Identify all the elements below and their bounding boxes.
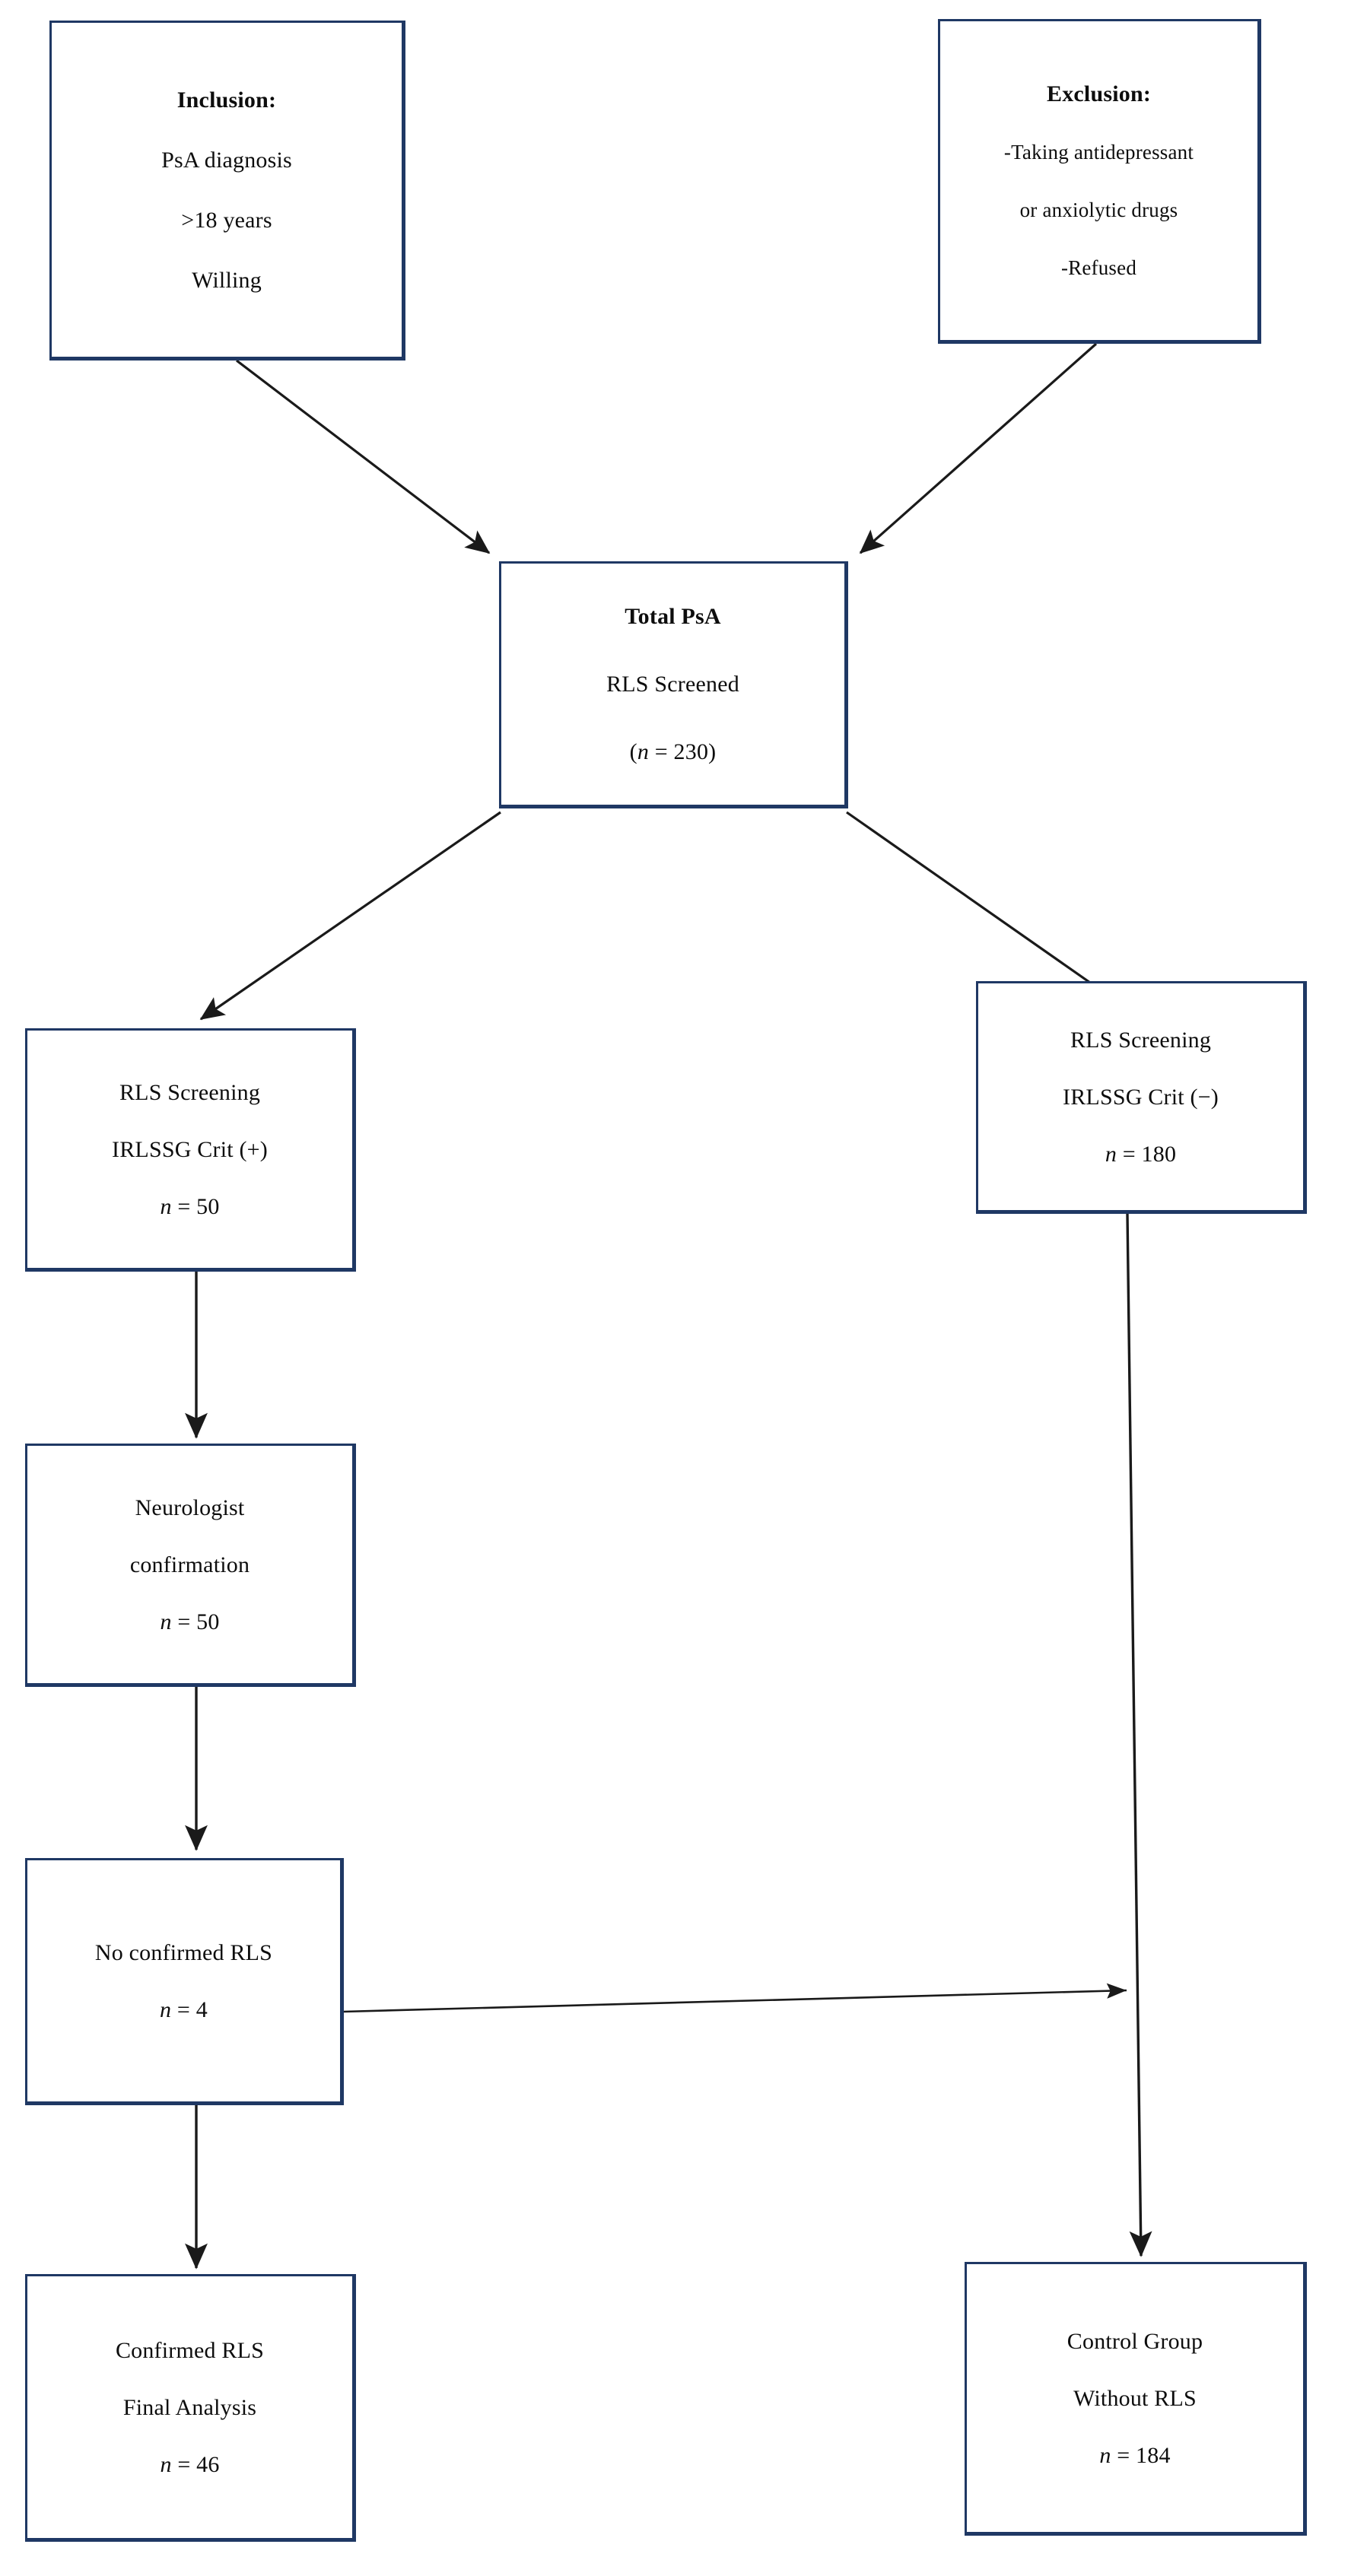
total-psa-line-2: RLS Screened — [606, 672, 739, 697]
node-inclusion[interactable]: Inclusion: PsA diagnosis >18 years Willi… — [49, 21, 405, 361]
screening-positive-line-1: RLS Screening — [119, 1079, 261, 1105]
edge-total-psa-to-screening-positive — [199, 811, 501, 1021]
edge-no-confirmed-to-control-branch — [343, 1983, 1127, 2013]
edge-total-psa-to-screening-negative — [846, 811, 1122, 1005]
inclusion-criterion-3: Willing — [192, 267, 262, 293]
control-group-count: n = 184 — [1099, 2442, 1171, 2468]
confirmed-rls-line-2: Final Analysis — [122, 2394, 257, 2420]
node-rls-screening-positive[interactable]: RLS Screening IRLSSG Crit (+) n = 50 — [25, 1028, 356, 1272]
node-rls-screening-negative[interactable]: RLS Screening IRLSSG Crit (−) n = 180 — [976, 981, 1307, 1214]
no-confirmed-count: n = 4 — [160, 1996, 208, 2022]
confirmed-rls-count: n = 46 — [160, 2451, 220, 2477]
screening-positive-line-2: IRLSSG Crit (+) — [112, 1136, 268, 1162]
neurologist-line-1: Neurologist — [135, 1494, 245, 1520]
no-confirmed-line-1: No confirmed RLS — [94, 1939, 273, 1965]
node-control-group[interactable]: Control Group Without RLS n = 184 — [965, 2262, 1307, 2536]
total-psa-line-1: Total PsA — [625, 604, 721, 629]
edge-inclusion-to-total-psa — [236, 359, 491, 554]
inclusion-criterion-1: PsA diagnosis — [161, 147, 292, 173]
inclusion-criterion-2: >18 years — [181, 207, 272, 233]
exclusion-criterion-2: or anxiolytic drugs — [1019, 199, 1178, 222]
node-confirmed-rls-final-analysis[interactable]: Confirmed RLS Final Analysis n = 46 — [25, 2274, 356, 2542]
node-total-psa[interactable]: Total PsA RLS Screened (n = 230) — [499, 561, 848, 808]
exclusion-criterion-1: -Taking antidepressant — [1003, 141, 1194, 164]
confirmed-rls-line-1: Confirmed RLS — [115, 2337, 265, 2363]
exclusion-heading: Exclusion: — [1046, 81, 1152, 107]
node-exclusion[interactable]: Exclusion: -Taking antidepressant or anx… — [938, 19, 1261, 344]
edge-screening-negative-to-control-group — [1126, 1213, 1152, 2257]
screening-negative-line-1: RLS Screening — [1070, 1027, 1212, 1053]
screening-positive-count: n = 50 — [160, 1193, 220, 1219]
total-psa-count: (n = 230) — [629, 739, 717, 764]
screening-negative-count: n = 180 — [1105, 1141, 1177, 1167]
control-group-line-1: Control Group — [1066, 2328, 1203, 2354]
control-group-line-2: Without RLS — [1073, 2385, 1197, 2411]
exclusion-criterion-3: -Refused — [1060, 256, 1137, 279]
node-no-confirmed-rls[interactable]: No confirmed RLS n = 4 — [25, 1858, 344, 2105]
neurologist-count: n = 50 — [160, 1609, 220, 1634]
screening-negative-line-2: IRLSSG Crit (−) — [1063, 1084, 1219, 1110]
neurologist-line-2: confirmation — [129, 1552, 250, 1577]
inclusion-heading: Inclusion: — [176, 87, 277, 113]
node-neurologist-confirmation[interactable]: Neurologist confirmation n = 50 — [25, 1444, 356, 1687]
edge-exclusion-to-total-psa — [859, 342, 1098, 554]
